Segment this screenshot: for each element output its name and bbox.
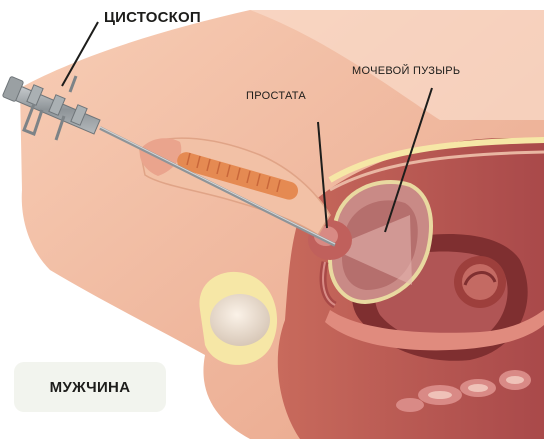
gender-badge: МУЖЧИНА — [14, 362, 166, 412]
cystoscope-label: ЦИСТОСКОП — [104, 9, 201, 26]
gender-badge-text: МУЖЧИНА — [50, 379, 131, 396]
prostate-label: ПРОСТАТА — [246, 90, 306, 102]
bladder-label: МОЧЕВОЙ ПУЗЫРЬ — [352, 65, 460, 77]
testis — [210, 294, 270, 346]
